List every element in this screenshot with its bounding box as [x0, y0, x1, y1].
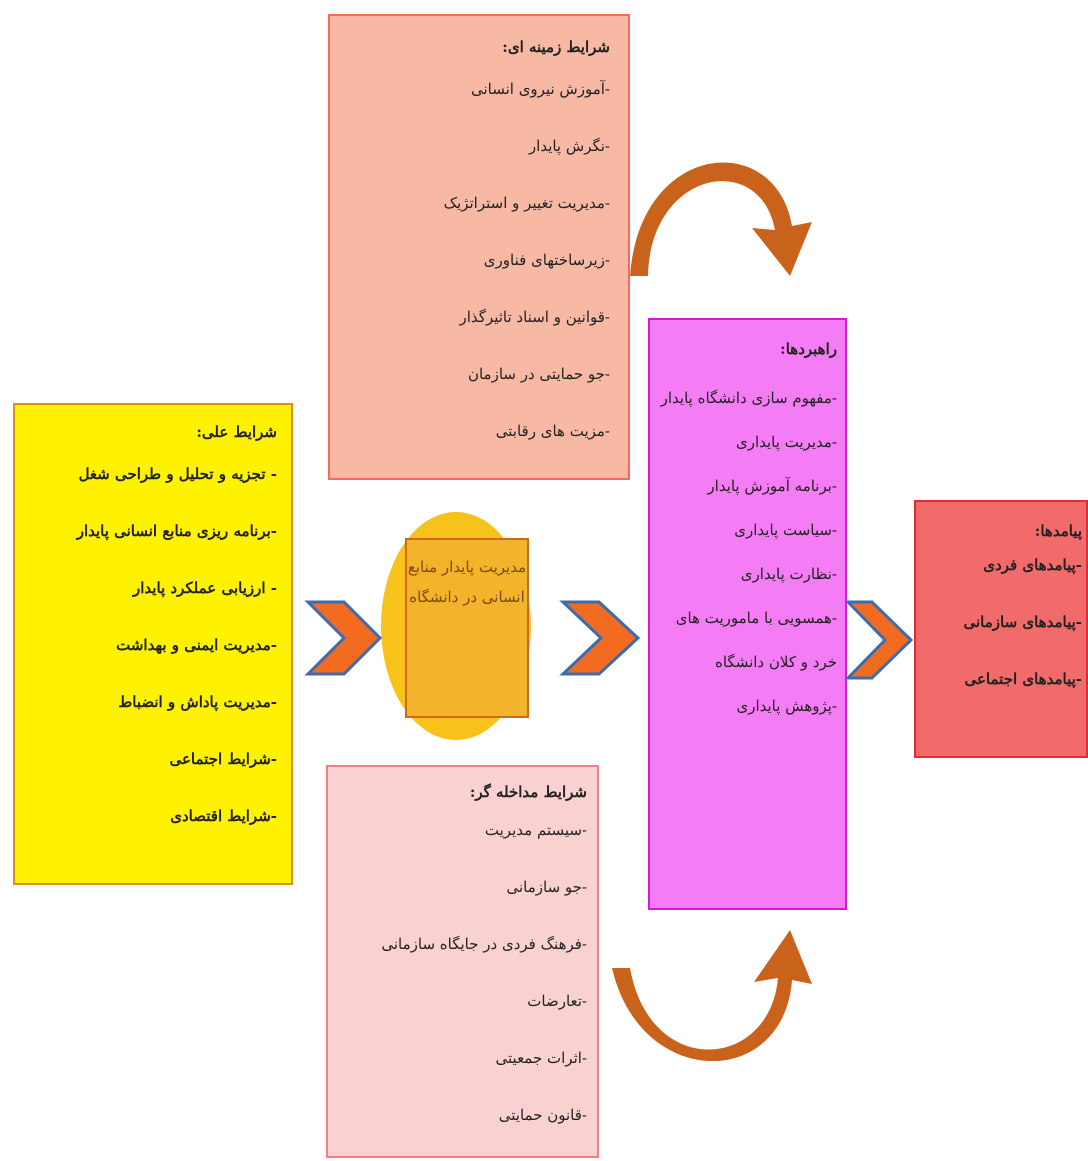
intervening-item: -تعارضات — [527, 992, 587, 1010]
causal-item: -مدیریت پاداش و انضباط — [118, 693, 277, 711]
contextual-item: -قوانین و اسناد تاثیرگذار — [459, 308, 610, 326]
strategies-title: راهبردها: — [780, 340, 837, 358]
intervening-conditions-box: شرایط مداخله گر: -سیستم مدیریت -جو سازما… — [326, 765, 599, 1158]
curved-arrow-up-icon — [612, 930, 812, 1062]
strategy-item: -همسویی با ماموریت های خرد و کلان دانشگا… — [675, 609, 837, 671]
contextual-conditions-title: شرایط زمینه ای: — [502, 38, 610, 56]
contextual-conditions-box: شرایط زمینه ای: -آموزش نیروی انسانی -نگر… — [328, 14, 630, 480]
causal-item: - ارزیابی عملکرد پایدار — [132, 579, 277, 597]
outcomes-box: پیامدها: -پیامدهای فردی -پیامدهای سازمان… — [914, 500, 1088, 758]
intervening-item: -جو سازمانی — [506, 878, 587, 896]
chevron-right-icon — [559, 600, 641, 676]
intervening-conditions-title: شرایط مداخله گر: — [469, 783, 587, 801]
contextual-item: -آموزش نیروی انسانی — [470, 80, 610, 98]
causal-item: -شرایط اقتصادی — [170, 807, 277, 825]
intervening-item: -فرهنگ فردی در جایگاه سازمانی — [381, 935, 587, 953]
strategy-item: -پژوهش پایداری — [736, 697, 837, 715]
causal-item: -مدیریت ایمنی و بهداشت — [116, 636, 277, 654]
curved-arrow-down-icon — [630, 162, 812, 276]
strategy-item: -مدیریت پایداری — [735, 433, 837, 451]
contextual-item: -زیرساختهای فناوری — [483, 251, 610, 269]
chevron-right-icon — [304, 600, 383, 676]
outcome-item: -پیامدهای سازمانی — [963, 613, 1082, 631]
strategy-item: -نظارت پایداری — [740, 565, 837, 583]
contextual-item: -مزیت های رقابتی — [495, 422, 610, 440]
core-phenomenon-box: مدیریت پایدار منابع انسانی در دانشگاه — [405, 538, 529, 718]
causal-item: -شرایط اجتماعی — [169, 750, 277, 768]
contextual-item: -مدیریت تغییر و استراتژیک — [443, 194, 610, 212]
causal-item: -برنامه ریزی منابع انسانی پایدار — [76, 522, 277, 540]
contextual-item: -جو حمایتی در سازمان — [467, 365, 610, 383]
outcomes-title: پیامدها: — [1034, 522, 1082, 540]
contextual-item: -نگرش پایدار — [528, 137, 610, 155]
strategies-box: راهبردها: -مفهوم سازی دانشگاه پایدار -مد… — [648, 318, 847, 910]
outcome-item: -پیامدهای اجتماعی — [964, 670, 1082, 688]
strategy-item: -سیاست پایداری — [734, 521, 837, 539]
outcome-item: -پیامدهای فردی — [983, 556, 1082, 574]
chevron-right-icon — [844, 600, 914, 680]
intervening-item: -سیستم مدیریت — [484, 821, 587, 839]
causal-conditions-title: شرایط علی: — [196, 423, 277, 441]
intervening-item: -اثرات جمعیتی — [495, 1049, 587, 1067]
intervening-item: -قانون حمایتی — [498, 1106, 587, 1124]
strategy-item: -مفهوم سازی دانشگاه پایدار — [660, 389, 837, 407]
causal-conditions-box: شرایط علی: - تجزیه و تحلیل و طراحی شغل -… — [13, 403, 293, 885]
causal-item: - تجزیه و تحلیل و طراحی شغل — [78, 465, 277, 483]
strategy-item: -برنامه آموزش پایدار — [707, 477, 837, 495]
